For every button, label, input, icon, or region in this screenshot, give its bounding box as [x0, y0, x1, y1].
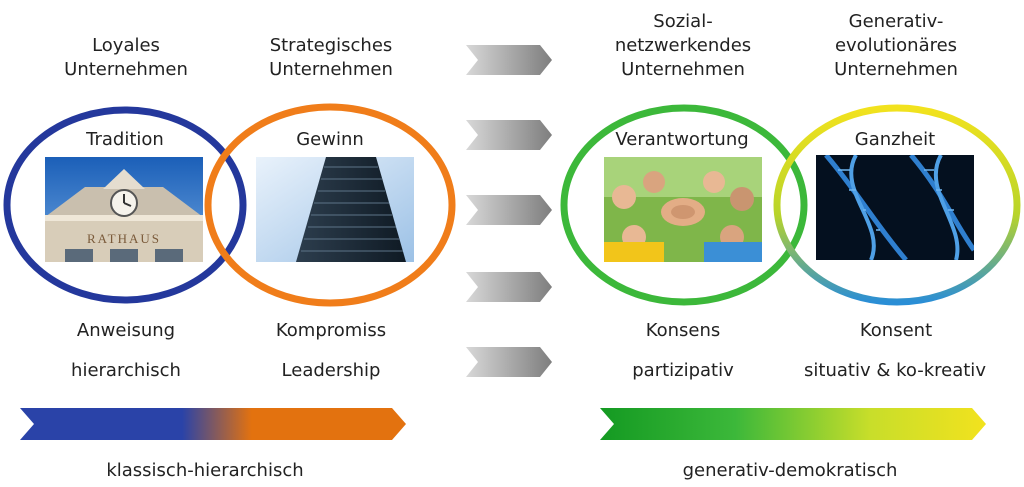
structure-hierarchisch: hierarchisch — [71, 360, 181, 381]
label-gewinn: Gewinn — [296, 129, 364, 150]
picture-dna-helix — [816, 155, 974, 260]
label-verantwortung: Verantwortung — [615, 129, 749, 150]
structure-situativ: situativ & ko-kreativ — [804, 360, 986, 381]
picture-skyscraper — [256, 157, 414, 262]
chevron-arrow-3 — [466, 195, 552, 225]
band-arrow-right — [600, 408, 986, 440]
title-generative: Generativ- evolutionäres Unternehmen — [834, 11, 958, 80]
label-ganzheit: Ganzheit — [854, 129, 936, 150]
title-social: Sozial- netzwerkendes Unternehmen — [614, 11, 752, 80]
chevron-arrow-4 — [466, 272, 552, 302]
picture-team-hands — [604, 157, 762, 262]
chevron-arrow-5 — [466, 347, 552, 377]
title-strategic: Strategisches Unternehmen — [269, 35, 393, 80]
town-hall-sign: RATHAUS — [87, 231, 161, 246]
structure-partizipativ: partizipativ — [632, 360, 734, 381]
band-label-left: klassisch-hierarchisch — [106, 460, 304, 481]
decision-kompromiss: Kompromiss — [275, 320, 387, 341]
label-tradition: Tradition — [86, 129, 164, 150]
decision-anweisung: Anweisung — [76, 320, 176, 341]
decision-konsent: Konsent — [859, 320, 933, 341]
decision-konsens: Konsens — [645, 320, 721, 341]
title-loyal: Loyales Unternehmen — [64, 35, 188, 80]
band-arrow-left — [20, 408, 406, 440]
structure-leadership: Leadership — [281, 360, 381, 381]
chevron-arrow-2 — [466, 120, 552, 150]
band-label-right: generativ-demokratisch — [682, 460, 898, 481]
chevron-arrow-1 — [466, 45, 552, 75]
picture-town-hall: RATHAUS — [45, 157, 203, 262]
